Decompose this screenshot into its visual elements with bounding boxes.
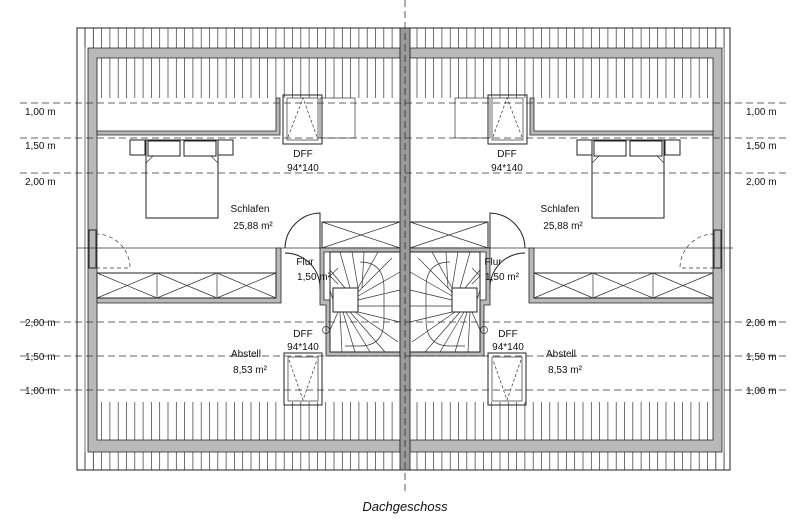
room-area-abstell: 8,53 m² — [548, 365, 583, 376]
room-name-flur: Flur — [484, 257, 502, 268]
window-size: 94*140 — [491, 163, 523, 174]
height-label: 1,50 m — [25, 352, 56, 363]
height-label: 1,50 m — [25, 141, 56, 152]
left-labels: DFF 94*140 Schlafen 25,88 m² Flur 1,50 m… — [231, 149, 332, 376]
room-name-flur: Flur — [296, 257, 314, 268]
window-size: 94*140 — [492, 342, 524, 353]
window-size: 94*140 — [287, 163, 319, 174]
roof-hatching — [84, 28, 725, 470]
height-label: 1,00 m — [746, 386, 777, 397]
height-label: 1,00 m — [25, 107, 56, 118]
room-name-schlafen: Schlafen — [541, 204, 580, 215]
height-label: 2,00 m — [25, 318, 56, 329]
height-labels: 1,00 m 1,50 m 2,00 m 2,00 m 1,50 m 1,00 … — [25, 107, 777, 397]
room-area-flur: 1,50 m² — [485, 272, 520, 283]
right-labels: DFF 94*140 Schlafen 25,88 m² Flur 1,50 m… — [484, 149, 583, 376]
height-label: 2,00 m — [746, 318, 777, 329]
room-name-abstell: Abstell — [231, 349, 261, 360]
height-label: 2,00 m — [25, 177, 56, 188]
window-label: DFF — [497, 149, 516, 160]
right-unit — [409, 47, 734, 453]
height-lines — [20, 102, 790, 391]
window-label: DFF — [293, 329, 312, 340]
window-label: DFF — [498, 329, 517, 340]
room-area-schlafen: 25,88 m² — [233, 221, 273, 232]
left-unit — [76, 47, 401, 453]
height-label: 1,00 m — [746, 107, 777, 118]
room-name-schlafen: Schlafen — [231, 204, 270, 215]
room-name-abstell: Abstell — [546, 349, 576, 360]
window-label: DFF — [293, 149, 312, 160]
height-label: 1,50 m — [746, 352, 777, 363]
room-area-abstell: 8,53 m² — [233, 365, 268, 376]
plan-title: Dachgeschoss — [362, 499, 448, 514]
height-label: 1,00 m — [25, 386, 56, 397]
room-area-flur: 1,50 m² — [297, 272, 332, 283]
height-label: 1,50 m — [746, 141, 777, 152]
room-area-schlafen: 25,88 m² — [543, 221, 583, 232]
height-label: 2,00 m — [746, 177, 777, 188]
window-size: 94*140 — [287, 342, 319, 353]
